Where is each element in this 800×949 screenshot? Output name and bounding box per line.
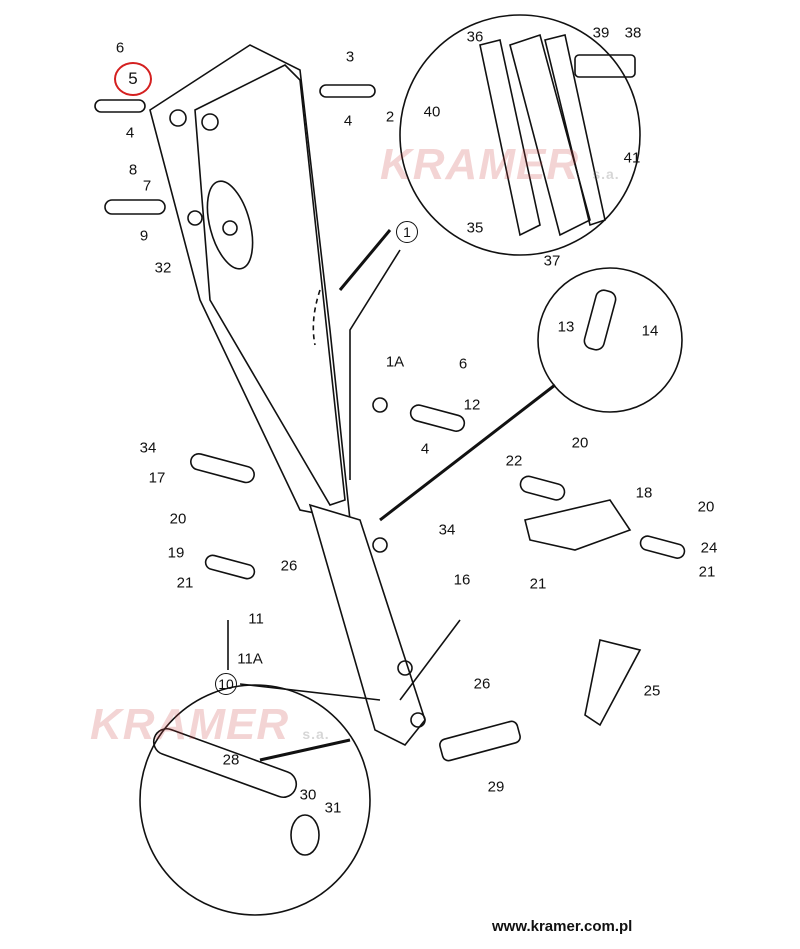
part-label[interactable]: 25: [643, 682, 661, 700]
part-label[interactable]: 28: [222, 751, 240, 769]
part-label[interactable]: 6: [115, 39, 125, 57]
part-label[interactable]: 34: [438, 521, 456, 539]
part-label[interactable]: 39: [592, 24, 610, 42]
part-label[interactable]: 6: [458, 355, 468, 373]
part-label[interactable]: 3: [345, 48, 355, 66]
part-label[interactable]: 8: [128, 161, 138, 179]
part-label[interactable]: 26: [280, 557, 298, 575]
part-label[interactable]: 34: [139, 439, 157, 457]
detail-circle-wear-pads: [399, 14, 641, 256]
part-label[interactable]: 7: [142, 177, 152, 195]
part-label[interactable]: 24: [700, 539, 718, 557]
part-label[interactable]: 17: [148, 469, 166, 487]
watermark-top: KRAMER s.a.: [380, 140, 620, 189]
circled-part-label[interactable]: 10: [215, 673, 237, 695]
part-label[interactable]: 16: [453, 571, 471, 589]
part-label[interactable]: 20: [571, 434, 589, 452]
part-label[interactable]: 4: [343, 112, 353, 130]
part-label[interactable]: 31: [324, 799, 342, 817]
part-label[interactable]: 9: [139, 227, 149, 245]
part-label[interactable]: 2: [385, 108, 395, 126]
part-label[interactable]: 20: [697, 498, 715, 516]
highlighted-part-5[interactable]: 5: [114, 62, 152, 96]
part-label[interactable]: 1A: [385, 353, 405, 371]
part-label[interactable]: 40: [423, 103, 441, 121]
part-label[interactable]: 30: [299, 786, 317, 804]
part-label[interactable]: 14: [641, 322, 659, 340]
watermark-bottom: KRAMER s.a.: [90, 700, 330, 749]
part-label[interactable]: 4: [420, 440, 430, 458]
dipper-arm: [308, 503, 426, 747]
part-label[interactable]: 21: [176, 574, 194, 592]
part-label[interactable]: 4: [125, 124, 135, 142]
circled-part-label[interactable]: 1: [396, 221, 418, 243]
part-label[interactable]: 21: [529, 575, 547, 593]
detail-circle-pin: [537, 267, 683, 413]
part-label[interactable]: 35: [466, 219, 484, 237]
part-label[interactable]: 41: [623, 149, 641, 167]
part-label[interactable]: 37: [543, 252, 561, 270]
part-label[interactable]: 12: [463, 396, 481, 414]
part-label[interactable]: 29: [487, 778, 505, 796]
footer-url[interactable]: www.kramer.com.pl: [492, 918, 633, 935]
part-label[interactable]: 32: [154, 259, 172, 277]
part-label[interactable]: 13: [557, 318, 575, 336]
part-label[interactable]: 11: [248, 610, 264, 628]
part-label[interactable]: 36: [466, 28, 484, 46]
part-label[interactable]: 20: [169, 510, 187, 528]
part-label[interactable]: 26: [473, 675, 491, 693]
part-label[interactable]: 21: [698, 563, 716, 581]
part-label[interactable]: 19: [167, 544, 185, 562]
part-label[interactable]: 11A: [237, 650, 263, 668]
part-label[interactable]: 18: [635, 484, 653, 502]
part-label[interactable]: 22: [505, 452, 523, 470]
part-label[interactable]: 38: [624, 24, 642, 42]
